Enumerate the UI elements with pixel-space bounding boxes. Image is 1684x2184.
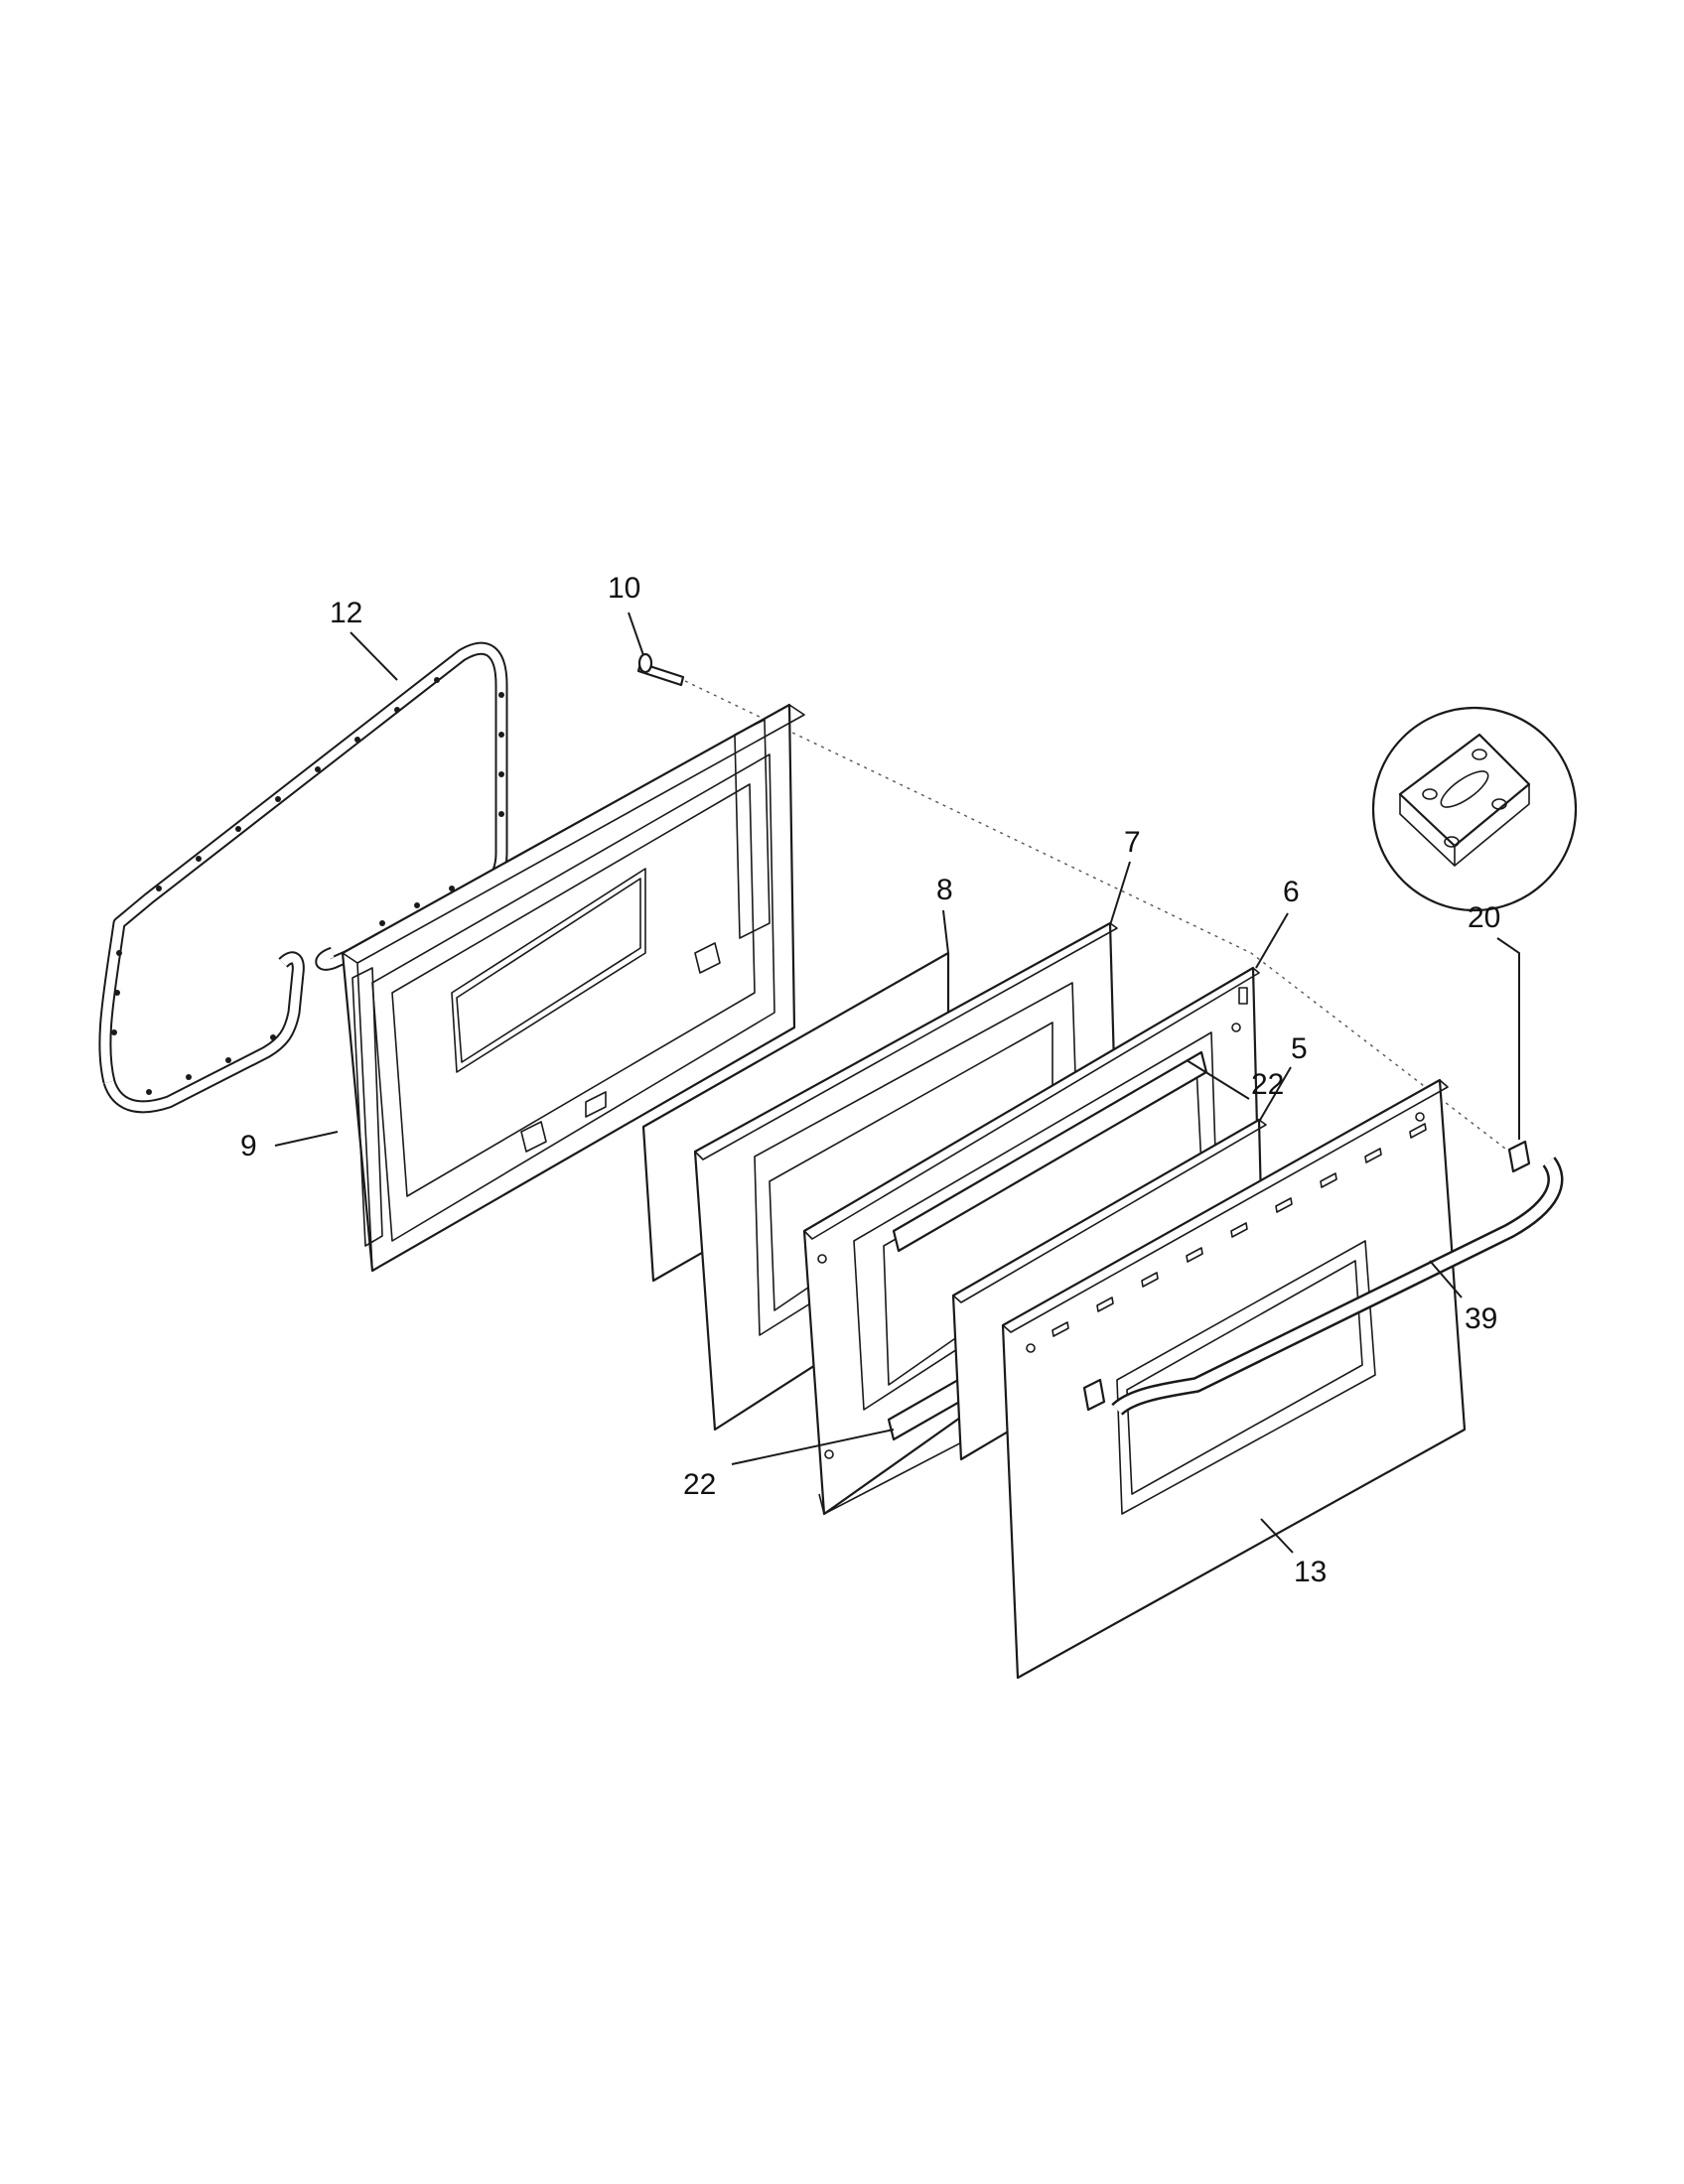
callout-5: 5	[1291, 1032, 1308, 1065]
callout-7: 7	[1124, 826, 1141, 859]
callout-39: 39	[1465, 1302, 1497, 1335]
callout-labels: 12 10 7 8 6 20 22 5 9 39 22 13	[240, 572, 1500, 1588]
door-gasket	[98, 641, 508, 1114]
callout-20: 20	[1468, 901, 1500, 934]
alignment-line	[684, 680, 1510, 1153]
door-handle	[1111, 1157, 1564, 1417]
handle-mount-plate-detail	[1371, 706, 1578, 912]
callout-13: 13	[1294, 1556, 1327, 1588]
callout-22-bottom: 22	[683, 1468, 716, 1501]
leader-lines	[274, 612, 1520, 1554]
callout-6: 6	[1283, 876, 1300, 908]
callout-22-top: 22	[1251, 1068, 1284, 1101]
outer-door-panel	[1001, 1078, 1467, 1680]
inner-door-liner	[341, 703, 805, 1273]
callout-8: 8	[936, 874, 953, 906]
callout-12: 12	[330, 597, 362, 629]
screw	[636, 652, 685, 687]
handle-mount-plate	[1082, 1140, 1531, 1412]
callout-10: 10	[608, 572, 640, 605]
callout-9: 9	[240, 1130, 257, 1162]
